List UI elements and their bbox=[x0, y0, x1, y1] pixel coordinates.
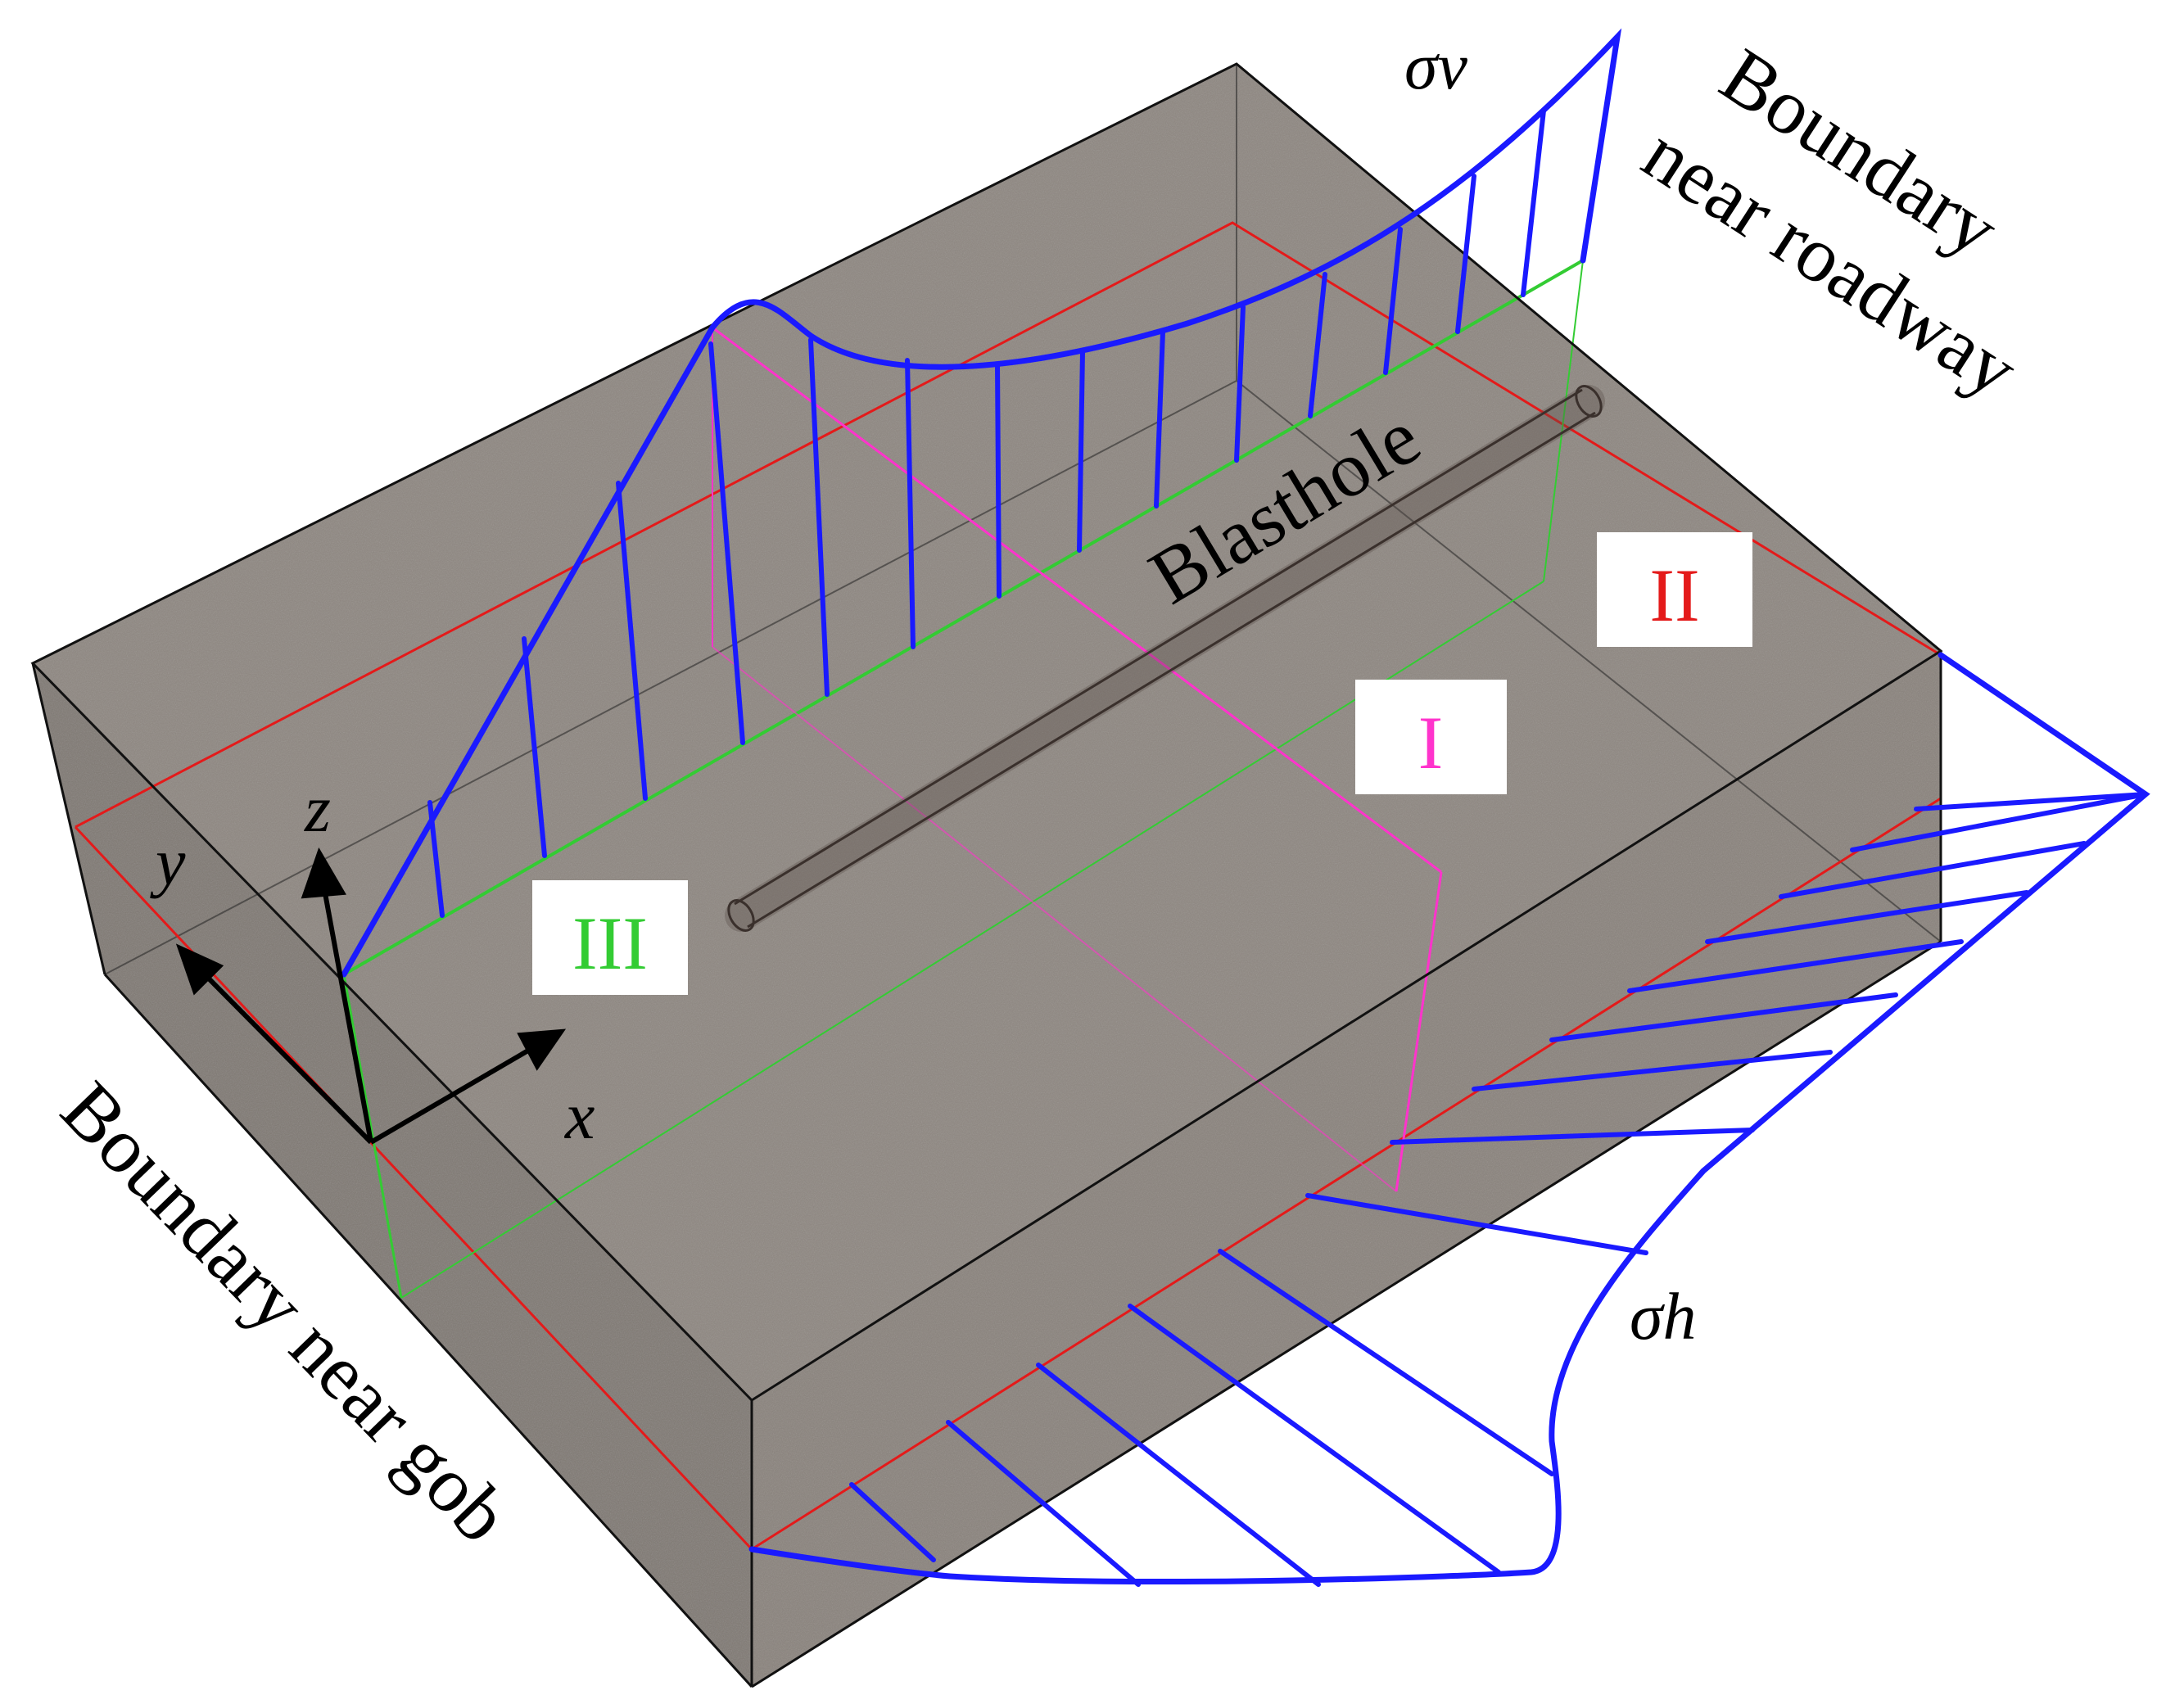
block-top-face bbox=[33, 64, 1941, 1400]
sigma-h-label: σh bbox=[1630, 1279, 1696, 1354]
axis-y-label: y bbox=[150, 825, 186, 899]
zone-I-label: I bbox=[1418, 701, 1444, 784]
plane-I bbox=[712, 326, 1443, 1192]
zone-II-box: II bbox=[1597, 532, 1752, 647]
sigma-h-distribution bbox=[748, 652, 2150, 1587]
zone-I-box: I bbox=[1355, 680, 1507, 794]
sigma-v-label: σv bbox=[1404, 29, 1467, 103]
coordinate-axes bbox=[175, 847, 567, 1145]
zone-III-box: III bbox=[532, 880, 688, 995]
zone-III-label: III bbox=[572, 902, 648, 985]
sigma-h-curve bbox=[748, 652, 2150, 1584]
axis-x-label: x bbox=[564, 1078, 595, 1153]
blasthole-cylinder bbox=[725, 385, 1605, 932]
hidden-edges bbox=[104, 64, 1942, 975]
block-front-face bbox=[752, 651, 1941, 1687]
sigma-v-curve bbox=[341, 28, 1622, 978]
block-left-face bbox=[33, 663, 752, 1687]
block-edges bbox=[30, 62, 1943, 1688]
plane-III bbox=[342, 259, 1584, 1299]
zone-II-label: II bbox=[1649, 554, 1699, 637]
sigma-v-distribution bbox=[341, 28, 1622, 978]
axis-z-label: z bbox=[304, 771, 331, 846]
